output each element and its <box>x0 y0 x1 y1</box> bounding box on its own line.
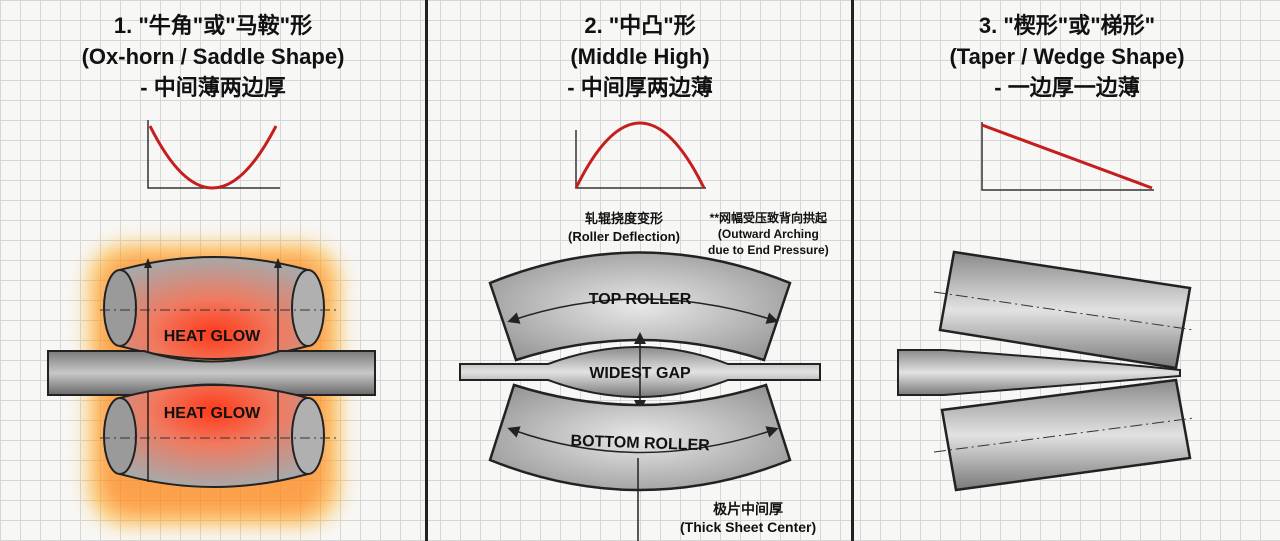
panel-divider-2 <box>851 0 854 541</box>
wedge-sheet <box>897 349 1181 396</box>
panel-2-title-line3: - 中间厚两边薄 <box>567 75 713 100</box>
roller-deflection-note: 轧辊挠度变形 (Roller Deflection) <box>568 210 680 246</box>
panel-2-diagram: TOP ROLLER WIDEST GAP BOTTOM ROLLER <box>459 121 821 541</box>
panel-2-title-line1: 2. "中凸"形 <box>584 13 696 38</box>
panel-middle-high: 2. "中凸"形 (Middle High) - 中间厚两边薄 <box>428 0 852 541</box>
thick-sheet-center-note: 极片中间厚 (Thick Sheet Center) <box>680 500 816 536</box>
top-roller-label: TOP ROLLER <box>589 291 692 308</box>
saddle-curve <box>148 125 278 190</box>
panel-3-title-line1: 3. "楔形"或"梯形" <box>978 13 1156 38</box>
panel-1-title: 1. "牛角"或"马鞍"形 (Ox-horn / Saddle Shape) -… <box>0 10 426 103</box>
bottom-roller: HEAT GLOW <box>100 384 340 488</box>
bottom-roller-label: BOTTOM ROLLER <box>570 433 710 455</box>
taper-line <box>981 123 1153 190</box>
top-roller-bent: TOP ROLLER <box>488 251 792 362</box>
middle-high-profile-graph <box>574 121 706 189</box>
deflection-en: (Roller Deflection) <box>568 229 680 244</box>
bottom-roller-bent: BOTTOM ROLLER <box>488 383 792 492</box>
thick-en: (Thick Sheet Center) <box>680 519 817 535</box>
panel-1-title-line2: (Ox-horn / Saddle Shape) <box>81 44 345 69</box>
top-roller: HEAT GLOW <box>100 256 340 360</box>
panel-saddle-shape: 1. "牛角"或"马鞍"形 (Ox-horn / Saddle Shape) -… <box>0 0 426 541</box>
panel-3-title-line2: (Taper / Wedge Shape) <box>949 44 1185 69</box>
deflection-cn: 轧辊挠度变形 <box>584 211 663 226</box>
sheet-middle-thick: WIDEST GAP <box>459 332 821 412</box>
panel-2-title: 2. "中凸"形 (Middle High) - 中间厚两边薄 <box>428 10 852 103</box>
arching-en-2: due to End Pressure) <box>708 243 829 257</box>
panel-1-title-line1: 1. "牛角"或"马鞍"形 <box>113 13 313 38</box>
bottom-heat-glow-label: HEAT GLOW <box>164 405 261 422</box>
top-heat-glow-label: HEAT GLOW <box>164 328 261 345</box>
thick-cn: 极片中间厚 <box>713 501 784 517</box>
graph-axes <box>147 120 280 189</box>
arch-curve <box>574 121 706 189</box>
graph-axes-3 <box>981 122 1154 191</box>
panel-3-title: 3. "楔形"或"梯形" (Taper / Wedge Shape) - 一边厚… <box>854 10 1280 103</box>
panel-divider-1 <box>425 0 428 541</box>
panel-3-title-line3: - 一边厚一边薄 <box>994 75 1140 100</box>
top-roller-tilted <box>933 250 1195 370</box>
arching-cn: **网幅受压致背向拱起 <box>709 211 828 225</box>
taper-profile-graph <box>981 122 1154 191</box>
panel-taper-wedge: 3. "楔形"或"梯形" (Taper / Wedge Shape) - 一边厚… <box>854 0 1280 541</box>
panel-3-diagram <box>897 122 1195 492</box>
panel-1-title-line3: - 中间薄两边厚 <box>140 75 286 100</box>
widest-gap-label: WIDEST GAP <box>589 365 691 382</box>
saddle-profile-graph <box>147 120 280 190</box>
panel-2-title-line2: (Middle High) <box>570 44 710 69</box>
outward-arching-note: **网幅受压致背向拱起 (Outward Arching due to End … <box>708 210 829 258</box>
arching-en-1: (Outward Arching <box>717 227 819 241</box>
bottom-roller-tilted <box>933 378 1195 492</box>
panel-1-diagram: HEAT GLOW HEAT GLOW <box>47 120 376 527</box>
